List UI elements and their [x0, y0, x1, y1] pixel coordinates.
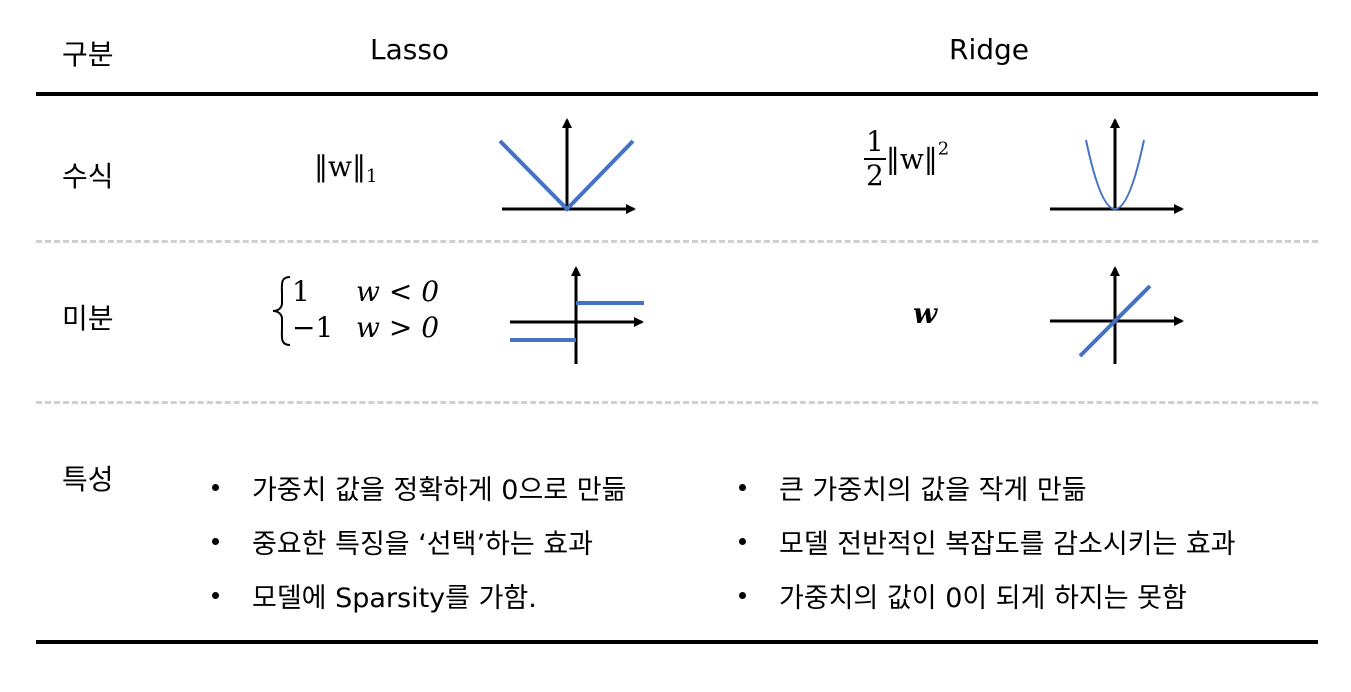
ridge-derivative: w: [913, 297, 937, 330]
ridge-fraction-numerator: 1: [864, 125, 886, 160]
row-label-derivative: 미분: [62, 302, 114, 335]
ridge-fraction-denominator: 2: [866, 159, 884, 192]
lasso-norm: ‖w‖: [314, 150, 366, 183]
list-item: 가중치의 값이 0이 되게 하지는 못함: [735, 568, 1236, 622]
ridge-derivative-value: w: [913, 297, 938, 330]
ridge-property-list: 큰 가중치의 값을 작게 만듦 모델 전반적인 복잡도를 감소시키는 효과 가중…: [735, 460, 1236, 622]
list-item-text: 모델에 Sparsity를 가함.: [252, 582, 537, 614]
bullet-dot: [212, 483, 219, 491]
ridge-linear-plot: [1050, 266, 1184, 364]
lasso-abs-curve: [498, 139, 635, 212]
ridge-fraction: 1 2: [864, 128, 886, 190]
header-lasso: Lasso: [370, 33, 450, 66]
list-item: 모델 전반적인 복잡도를 감소시키는 효과: [735, 514, 1236, 568]
lasso-norm-subscript: 1: [365, 166, 378, 187]
lasso-abs-plot: [498, 118, 636, 214]
case1-value: 1: [292, 274, 310, 308]
case2-condition: w > 0: [356, 310, 440, 344]
header-ridge: Ridge: [949, 33, 1030, 66]
ridge-linear-curve: [1078, 284, 1152, 358]
header-category: 구분: [62, 38, 114, 71]
bullet-dot: [739, 483, 746, 491]
ridge-norm: ‖w‖: [885, 142, 938, 176]
list-item: 가중치 값을 정확하게 0으로 만듦: [208, 460, 626, 514]
list-item-text: 가중치의 값이 0이 되게 하지는 못함: [779, 582, 1187, 614]
row-divider-2: [36, 401, 1318, 404]
case2-value: −1: [292, 310, 334, 344]
list-item-text: 중요한 특징을 ‘선택’하는 효과: [252, 528, 593, 560]
case1-condition: w < 0: [356, 274, 440, 308]
ridge-square-plot: [1050, 118, 1184, 214]
list-item-text: 모델 전반적인 복잡도를 감소시키는 효과: [779, 528, 1236, 560]
lasso-derivative-cases: 1 w < 0 −1 w > 0: [270, 273, 439, 346]
lasso-formula: ‖w‖1: [314, 150, 377, 187]
row-label-formula: 수식: [62, 160, 114, 193]
bullet-dot: [212, 591, 219, 599]
list-item: 중요한 특징을 ‘선택’하는 효과: [208, 514, 626, 568]
ridge-formula: 1 2 ‖w‖2: [864, 128, 949, 190]
list-item: 큰 가중치의 값을 작게 만듦: [735, 460, 1236, 514]
cases-brace: [272, 276, 291, 346]
header-rule: [36, 92, 1318, 96]
lasso-property-list: 가중치 값을 정확하게 0으로 만듦 중요한 특징을 ‘선택’하는 효과 모델에…: [208, 460, 626, 622]
row-label-property: 특성: [62, 463, 114, 496]
lasso-sign-plot: [510, 266, 644, 364]
ridge-norm-superscript: 2: [937, 138, 950, 160]
list-item-text: 가중치 값을 정확하게 0으로 만듦: [252, 474, 627, 506]
bullet-dot: [212, 537, 219, 545]
ridge-square-curve: [1085, 139, 1145, 210]
list-item-text: 큰 가중치의 값을 작게 만듦: [779, 474, 1087, 506]
bottom-rule: [36, 640, 1318, 644]
bullet-dot: [739, 537, 746, 545]
row-divider-1: [36, 240, 1318, 243]
bullet-dot: [739, 591, 746, 599]
list-item: 모델에 Sparsity를 가함.: [208, 568, 626, 622]
